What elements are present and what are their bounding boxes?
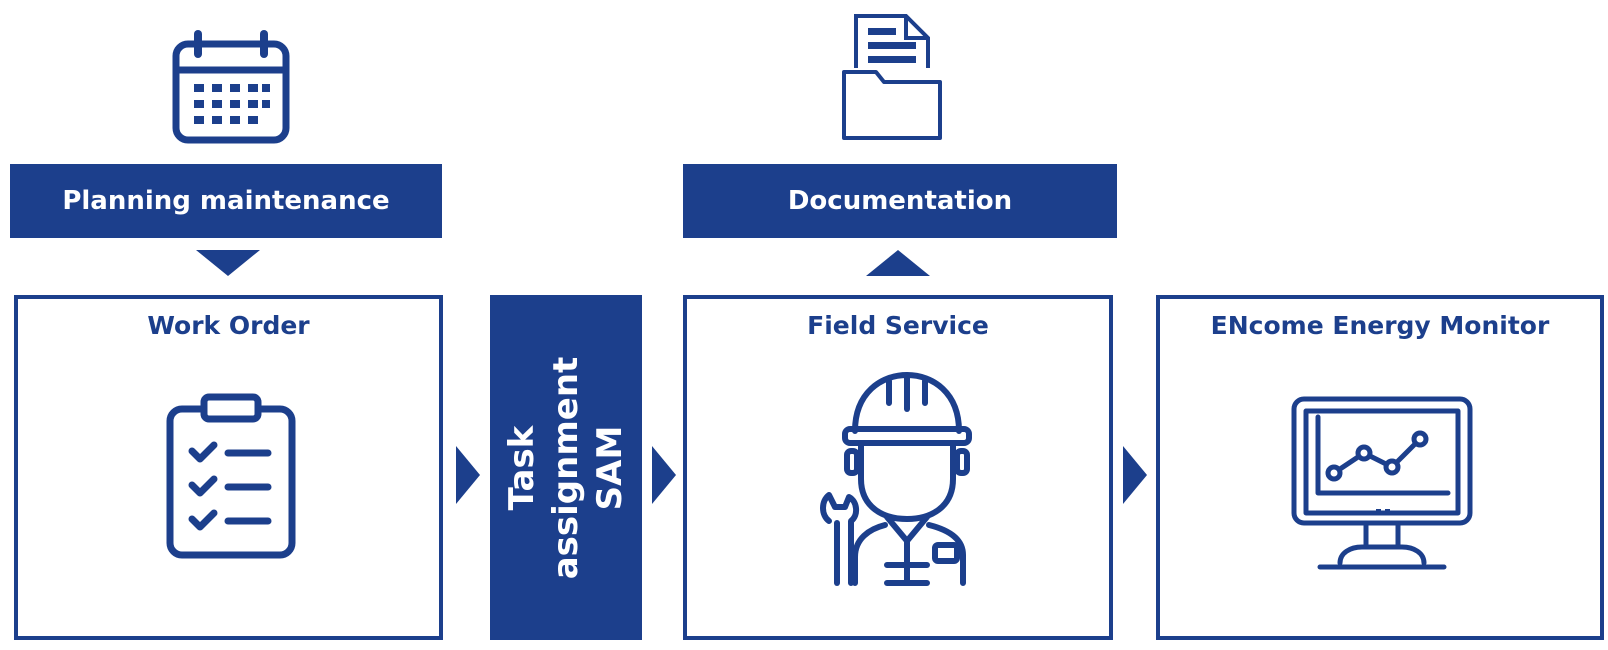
field-service-box: Field Service (683, 295, 1113, 640)
planning-maintenance-label: Planning maintenance (62, 186, 390, 216)
worker-with-wrench-icon (815, 369, 985, 586)
task-label-line1: Task (502, 425, 542, 510)
work-order-box: Work Order (14, 295, 443, 640)
right-arrow-icon (456, 446, 480, 504)
task-label-line3: SAM (590, 425, 630, 510)
energy-monitor-title: ENcome Energy Monitor (1210, 311, 1550, 340)
right-arrow-icon (1123, 446, 1147, 504)
task-label-line2: assignment (546, 356, 586, 579)
monitor-line-chart-icon (1290, 395, 1474, 577)
documentation-label: Documentation (787, 186, 1013, 216)
task-assignment-label: Task assignment SAM (500, 356, 632, 579)
task-assignment-bar: Task assignment SAM (490, 295, 642, 640)
planning-maintenance-banner: Planning maintenance (10, 164, 442, 238)
document-folder-icon (842, 10, 942, 142)
up-arrow-icon (866, 250, 930, 276)
calendar-icon (172, 30, 290, 144)
field-service-title: Field Service (807, 311, 989, 340)
documentation-banner: Documentation (683, 164, 1117, 238)
down-arrow-icon (196, 250, 260, 276)
clipboard-checklist-icon (166, 393, 296, 559)
right-arrow-icon (652, 446, 676, 504)
energy-monitor-box: ENcome Energy Monitor (1156, 295, 1604, 640)
work-order-title: Work Order (147, 311, 310, 340)
